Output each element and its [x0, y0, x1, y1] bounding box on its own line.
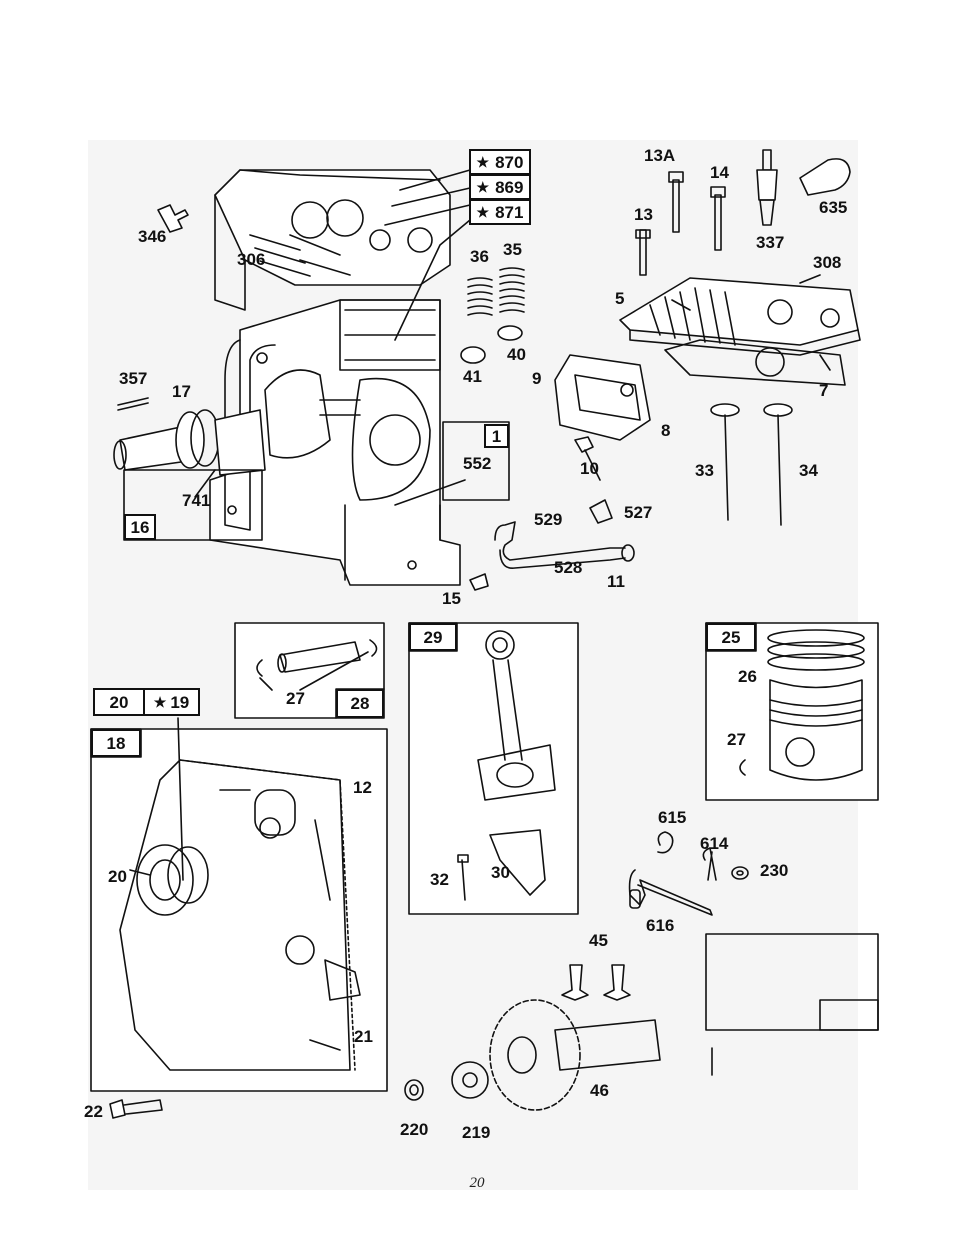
part-box-871: ★ 871	[469, 199, 531, 225]
part-label-357: 357	[119, 370, 147, 387]
part-label-22: 22	[84, 1103, 103, 1120]
star-icon: ★	[477, 155, 490, 169]
part-box-25: 25	[706, 623, 756, 651]
part-label-15: 15	[442, 590, 461, 607]
part-box-1: 1	[484, 424, 509, 448]
part-number: 25	[722, 629, 741, 646]
part-box-18: 18	[91, 729, 141, 757]
part-label-615: 615	[658, 809, 686, 826]
star-icon: ★	[477, 180, 490, 194]
part-box-29: 29	[409, 623, 457, 651]
part-label-529: 529	[534, 511, 562, 528]
part-box-19: ★19	[143, 688, 200, 716]
star-icon: ★	[154, 695, 167, 709]
crankcase-cover-group	[91, 718, 387, 1118]
part-label-33: 33	[695, 462, 714, 479]
part-label-27-pin: 27	[286, 690, 305, 707]
part-label-527: 527	[624, 504, 652, 521]
part-label-306: 306	[237, 251, 265, 268]
part-label-41: 41	[463, 368, 482, 385]
part-number: 18	[107, 735, 126, 752]
part-number: 28	[351, 695, 370, 712]
part-number: 871	[495, 204, 523, 221]
part-label-20: 20	[108, 868, 127, 885]
part-label-35: 35	[503, 241, 522, 258]
part-number: 19	[170, 694, 189, 711]
part-label-5: 5	[615, 290, 624, 307]
part-label-635: 635	[819, 199, 847, 216]
part-number: 20	[110, 694, 129, 711]
part-number: 16	[131, 519, 150, 536]
part-box-20: 20	[93, 688, 145, 716]
part-box-869: ★ 869	[469, 174, 531, 200]
part-label-10: 10	[580, 460, 599, 477]
part-label-219: 219	[462, 1124, 490, 1141]
part-label-8: 8	[661, 422, 670, 439]
part-label-230: 230	[760, 862, 788, 879]
part-label-308: 308	[813, 254, 841, 271]
part-label-32: 32	[430, 871, 449, 888]
part-label-13A: 13A	[644, 147, 675, 164]
part-label-12: 12	[353, 779, 372, 796]
part-label-337: 337	[756, 234, 784, 251]
part-label-14: 14	[710, 164, 729, 181]
star-icon: ★	[477, 205, 490, 219]
part-label-30: 30	[491, 864, 510, 881]
part-box-28: 28	[336, 689, 384, 718]
part-label-21: 21	[354, 1028, 373, 1045]
part-label-9: 9	[532, 370, 541, 387]
part-label-34: 34	[799, 462, 818, 479]
part-label-741: 741	[182, 492, 210, 509]
part-label-616: 616	[646, 917, 674, 934]
part-label-27-piston: 27	[727, 731, 746, 748]
part-label-36: 36	[470, 248, 489, 265]
part-number: 869	[495, 179, 523, 196]
part-label-13: 13	[634, 206, 653, 223]
part-label-220: 220	[400, 1121, 428, 1138]
part-label-346: 346	[138, 228, 166, 245]
part-label-552: 552	[463, 455, 491, 472]
part-label-46: 46	[590, 1082, 609, 1099]
part-label-26: 26	[738, 668, 757, 685]
part-box-16: 16	[124, 514, 156, 540]
part-number: 29	[424, 629, 443, 646]
part-box-870: ★ 870	[469, 149, 531, 175]
part-label-614: 614	[700, 835, 728, 852]
part-label-45: 45	[589, 932, 608, 949]
page-number: 20	[0, 1175, 954, 1192]
part-label-7: 7	[819, 382, 828, 399]
part-label-11: 11	[607, 573, 625, 590]
part-label-17: 17	[172, 383, 191, 400]
part-number: 1	[492, 428, 501, 445]
part-label-40: 40	[507, 346, 526, 363]
part-number: 870	[495, 154, 523, 171]
part-label-528: 528	[554, 559, 582, 576]
